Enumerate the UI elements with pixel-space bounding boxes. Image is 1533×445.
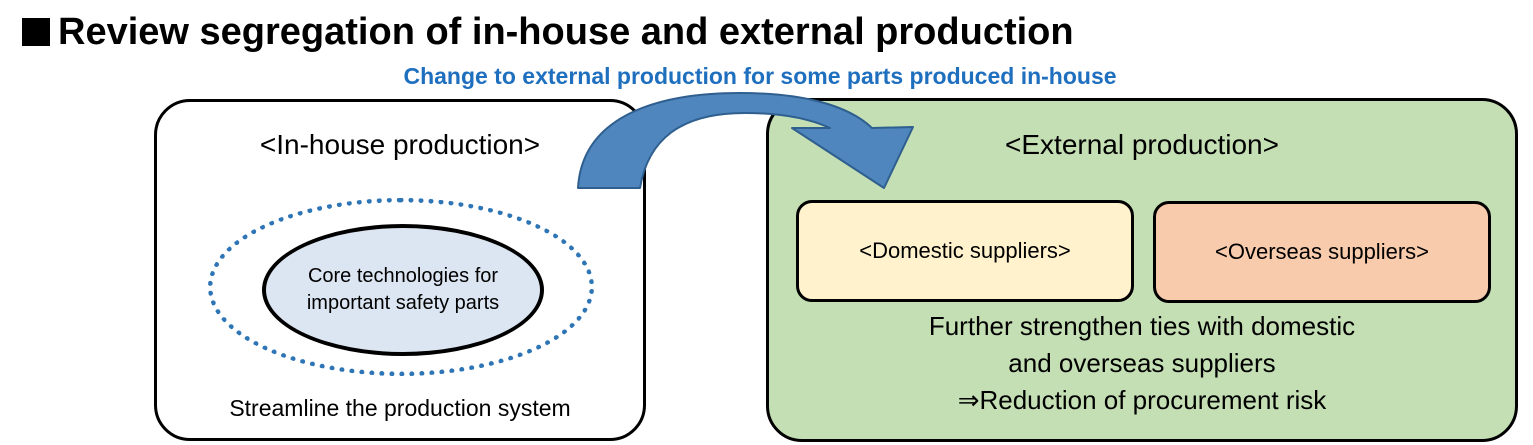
core-technologies-ellipse: Core technologies for important safety p… <box>262 224 544 356</box>
description-line-3: ⇒Reduction of procurement risk <box>957 385 1327 415</box>
core-technologies-text: Core technologies for important safety p… <box>306 265 500 314</box>
overseas-suppliers-box: <Overseas suppliers> <box>1153 201 1491 303</box>
page-title-text: Review segregation of in-house and exter… <box>58 11 1074 53</box>
dotted-ellipse <box>208 198 594 376</box>
description-line-1: Further strengthen ties with domestic <box>928 311 1356 341</box>
square-bullet-icon <box>22 18 50 46</box>
curved-arrow-shape <box>577 92 914 189</box>
description-line-2: and overseas suppliers <box>1008 348 1276 378</box>
streamline-caption: Streamline the production system <box>229 395 571 421</box>
in-house-heading: <In-house production> <box>259 129 541 160</box>
domestic-suppliers-box: <Domestic suppliers> <box>796 200 1134 302</box>
external-heading: <External production> <box>1005 129 1279 160</box>
subtitle: Change to external production for some p… <box>403 63 1117 89</box>
page-title: Review segregation of in-house and exter… <box>22 4 1074 60</box>
overseas-suppliers-label: <Overseas suppliers> <box>1215 239 1429 264</box>
domestic-suppliers-label: <Domestic suppliers> <box>859 238 1071 263</box>
external-description: Further strengthen ties with domestic an… <box>766 308 1518 419</box>
